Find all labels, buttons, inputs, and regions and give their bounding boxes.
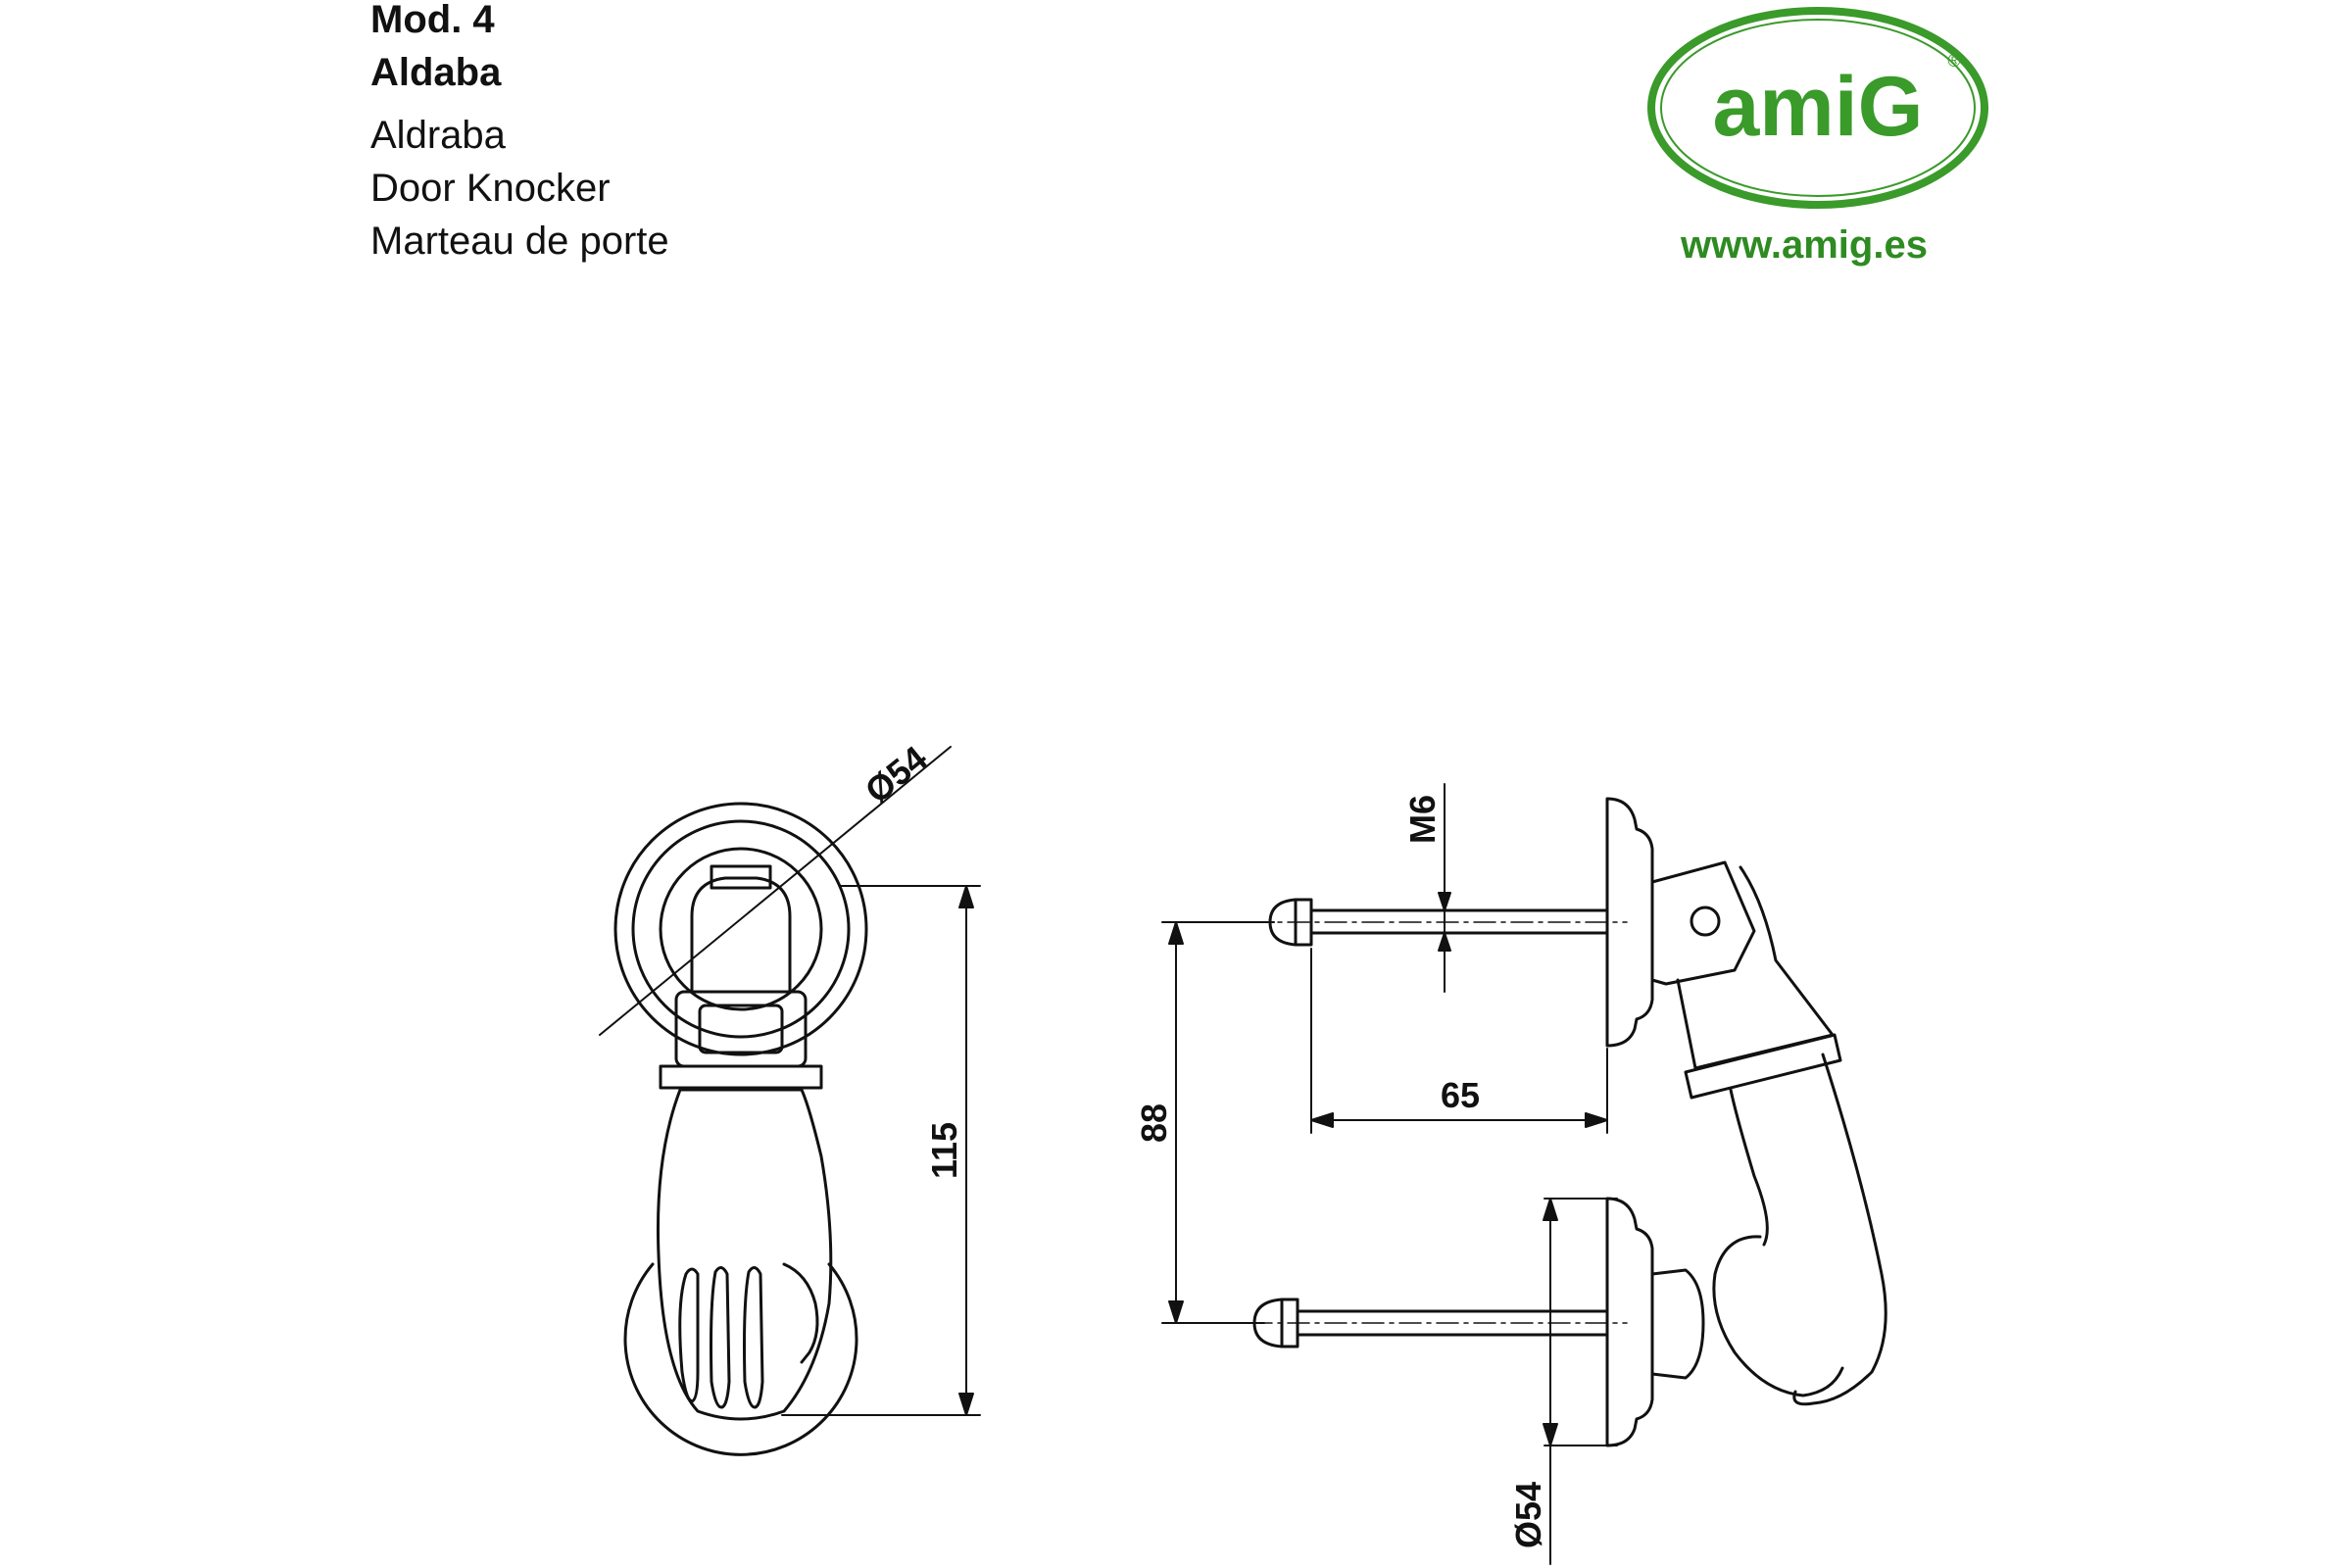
center-lines <box>1175 921 1628 1324</box>
product-name-es: Aldaba <box>370 51 502 94</box>
product-name-fr: Marteau de porte <box>370 220 669 263</box>
front-dimensions <box>599 746 981 1416</box>
side-diameter-label: Ø54 <box>1508 1482 1548 1548</box>
product-name-en: Door Knocker <box>370 167 611 210</box>
thread-label: M6 <box>1402 795 1443 844</box>
thumb <box>782 1262 819 1364</box>
bolt-spacing-label: 88 <box>1134 1103 1174 1143</box>
knocker-hand <box>656 1088 833 1421</box>
knocker-head <box>1712 1235 1844 1397</box>
upper-nut <box>1294 898 1313 947</box>
pivot-lug <box>710 864 772 890</box>
side-dimensions <box>1161 783 1618 1565</box>
knocker-neck <box>690 876 792 994</box>
finger-3 <box>743 1266 764 1409</box>
front-rosette-ring <box>631 819 851 1039</box>
cuff-band <box>659 1064 823 1090</box>
front-diameter-label: Ø54 <box>858 738 935 811</box>
finger-1 <box>678 1267 700 1403</box>
front-rosette-outer <box>613 802 868 1056</box>
bolt-length-label: 65 <box>1441 1075 1480 1115</box>
hinge-pin <box>1690 906 1721 937</box>
front-rosette-inner <box>659 847 823 1011</box>
lever-band <box>1684 1033 1842 1100</box>
height-label: 115 <box>924 1122 964 1179</box>
product-name-pt: Aldraba <box>370 114 506 157</box>
registered-mark: ® <box>1947 51 1960 71</box>
amig-logo: amiG ® <box>1647 7 1988 209</box>
side-view <box>1252 797 1887 1447</box>
finger-2 <box>710 1266 731 1409</box>
lower-rosette-profile <box>1605 1197 1654 1447</box>
lower-nut <box>1280 1298 1299 1348</box>
cuff-window <box>698 1004 784 1054</box>
diameter-leader <box>599 746 952 1036</box>
lever-upper <box>1676 865 1835 1070</box>
model-number: Mod. 4 <box>370 0 495 41</box>
lever-outer-edge <box>1792 1053 1887 1406</box>
logo-wordmark: amiG <box>1712 60 1923 154</box>
upper-rosette-profile <box>1605 797 1654 1048</box>
strike-boss <box>1650 1268 1705 1380</box>
front-view <box>613 802 868 1456</box>
hinge-bracket <box>1650 860 1756 986</box>
lever-inner-edge <box>1729 1088 1769 1247</box>
website-url[interactable]: www.amig.es <box>1681 223 1928 267</box>
front-lower-boss <box>623 1262 858 1456</box>
